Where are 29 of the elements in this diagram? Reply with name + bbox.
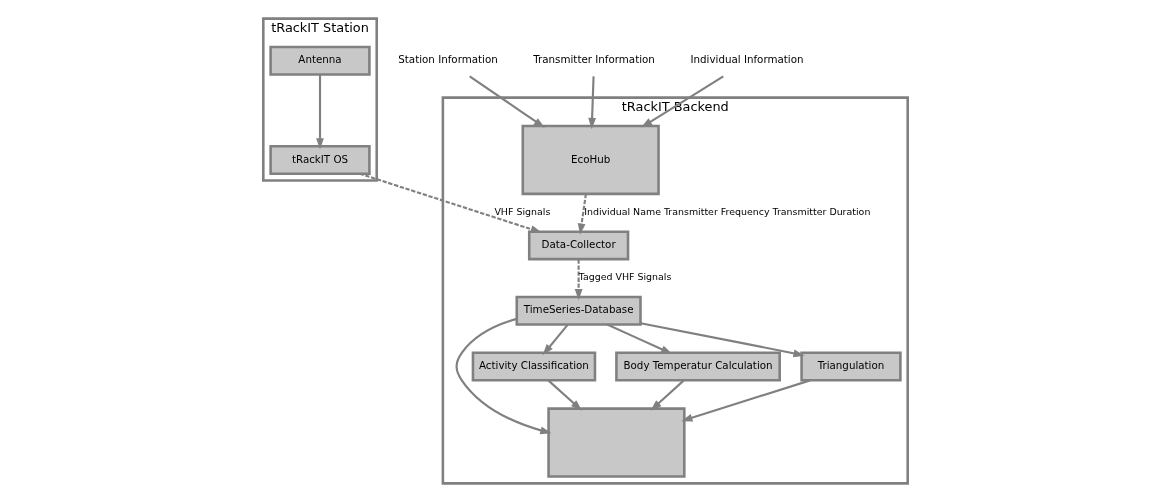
arrow xyxy=(574,259,583,301)
edge-label: Individual Name Transmitter Frequency Transmitter Duration xyxy=(583,206,870,218)
arrow xyxy=(577,193,587,235)
node-box: Triangulation xyxy=(799,351,902,382)
edge-label: Tagged VHF Signals xyxy=(578,271,671,283)
arrow xyxy=(680,379,810,422)
node-box: TimeSeries-Database xyxy=(515,295,642,326)
node-box: Activity Classification xyxy=(471,351,596,382)
arrow xyxy=(587,76,596,130)
arrow xyxy=(640,75,724,128)
arrow xyxy=(359,172,542,233)
node-box: Antenna xyxy=(268,45,371,76)
node-text: Station Information xyxy=(397,53,498,66)
node-box: Body Temperatur Calculation xyxy=(614,351,781,382)
arrow xyxy=(606,323,672,354)
node-box: Data-Collector xyxy=(527,230,629,261)
arrow xyxy=(468,75,545,128)
node-box xyxy=(546,407,686,478)
arrow xyxy=(547,379,582,411)
arrow xyxy=(315,74,324,150)
arrow xyxy=(542,324,569,356)
arrow xyxy=(650,379,685,411)
node-box: EcoHub xyxy=(521,124,660,196)
arrow xyxy=(639,322,805,358)
edge-label: VHF Signals xyxy=(493,206,550,218)
node-box: tRackIT OS xyxy=(268,144,371,175)
node-text: Transmitter Information xyxy=(532,53,655,66)
arrow xyxy=(455,317,551,435)
node-text: Individual Information xyxy=(690,53,804,66)
